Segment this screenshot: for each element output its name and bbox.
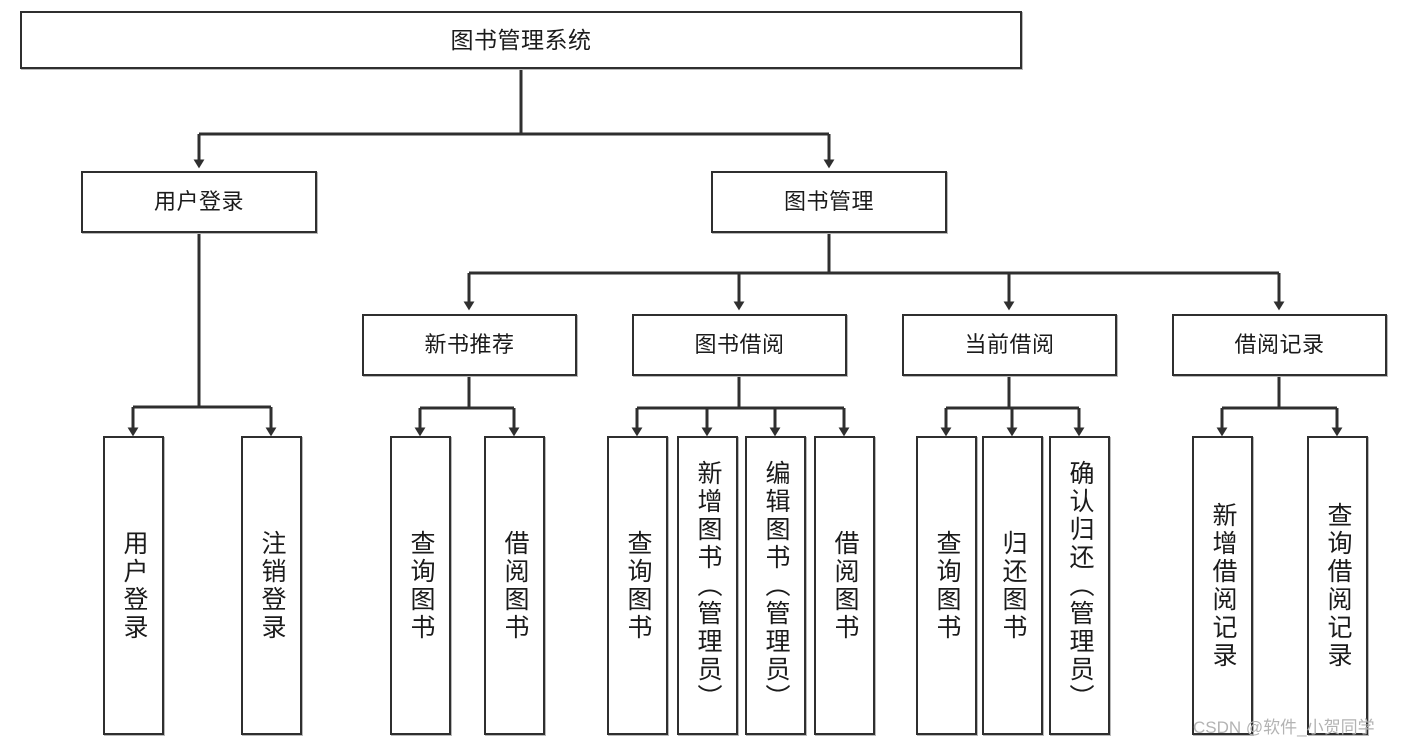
node-leaf-query-book-2[interactable]: 查询图书 [607,436,668,735]
node-leaf-query-book-2-label: 查询图书 [624,529,652,642]
node-borrow-record-label: 借阅记录 [1234,332,1325,358]
node-leaf-borrow-book-1-label: 借阅图书 [501,529,529,642]
node-leaf-edit-book-label: 编辑图书（管理员） [762,459,790,712]
node-leaf-confirm-return[interactable]: 确认归还（管理员） [1049,436,1110,735]
node-leaf-query-book-1[interactable]: 查询图书 [390,436,451,735]
csdn-watermark: CSDN @软件_小贺同学 [1193,718,1375,737]
node-leaf-return-book[interactable]: 归还图书 [982,436,1043,735]
node-leaf-edit-book[interactable]: 编辑图书（管理员） [745,436,806,735]
node-leaf-user-login-label: 用户登录 [120,529,148,642]
node-leaf-query-record-label: 查询借阅记录 [1324,501,1352,670]
node-book-borrow-label: 图书借阅 [694,332,785,358]
node-leaf-borrow-book-2[interactable]: 借阅图书 [814,436,875,735]
node-current-borrow-label: 当前借阅 [964,332,1055,358]
node-leaf-query-record[interactable]: 查询借阅记录 [1307,436,1368,735]
node-leaf-return-book-label: 归还图书 [999,529,1027,642]
node-book-manage-label: 图书管理 [783,189,874,215]
node-book-borrow[interactable]: 图书借阅 [632,314,847,376]
node-new-book-recommend-label: 新书推荐 [424,332,515,358]
node-leaf-logout-label: 注销登录 [258,529,286,642]
node-leaf-query-book-3[interactable]: 查询图书 [916,436,977,735]
node-leaf-logout[interactable]: 注销登录 [241,436,302,735]
node-leaf-add-book[interactable]: 新增图书（管理员） [677,436,738,735]
node-new-book-recommend[interactable]: 新书推荐 [362,314,577,376]
node-book-manage[interactable]: 图书管理 [711,171,947,233]
node-leaf-confirm-return-label: 确认归还（管理员） [1066,459,1094,712]
node-leaf-add-record[interactable]: 新增借阅记录 [1192,436,1253,735]
node-borrow-record[interactable]: 借阅记录 [1172,314,1387,376]
node-leaf-borrow-book-2-label: 借阅图书 [831,529,859,642]
node-leaf-add-book-label: 新增图书（管理员） [694,459,722,712]
node-current-borrow[interactable]: 当前借阅 [902,314,1117,376]
node-leaf-borrow-book-1[interactable]: 借阅图书 [484,436,545,735]
node-user-login-label: 用户登录 [153,189,244,215]
node-leaf-add-record-label: 新增借阅记录 [1209,501,1237,670]
node-root[interactable]: 图书管理系统 [20,11,1022,69]
node-leaf-user-login[interactable]: 用户登录 [103,436,164,735]
node-user-login[interactable]: 用户登录 [81,171,317,233]
node-leaf-query-book-1-label: 查询图书 [407,529,435,642]
node-root-label: 图书管理系统 [450,26,592,53]
node-leaf-query-book-3-label: 查询图书 [933,529,961,642]
